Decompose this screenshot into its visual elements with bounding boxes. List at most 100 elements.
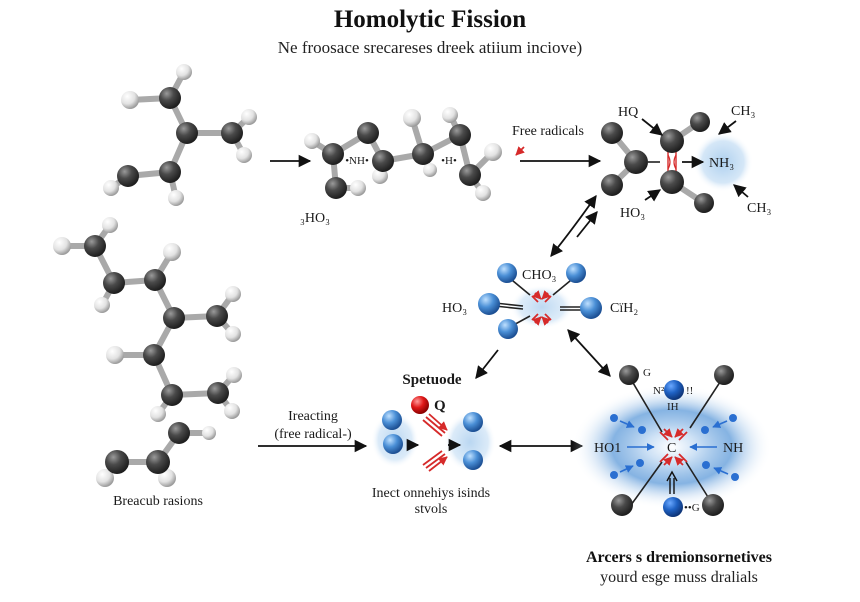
hydrogen-atom bbox=[202, 426, 216, 440]
carbon-atom bbox=[161, 384, 183, 406]
arrow bbox=[733, 184, 749, 198]
label-inect-line2: stvols bbox=[415, 502, 448, 517]
label-cih2: CїH₂ bbox=[610, 301, 638, 316]
radical-atom bbox=[478, 293, 500, 315]
footer-line2: yourd esge muss dralials bbox=[600, 569, 758, 586]
carbon-atom bbox=[146, 450, 170, 474]
cluster-middle bbox=[478, 263, 602, 339]
label-hq: HQ bbox=[618, 105, 638, 120]
molecule-middle-radicals bbox=[304, 107, 502, 201]
hydrogen-atom bbox=[96, 469, 114, 487]
label-ii: !! bbox=[686, 385, 693, 397]
hydrogen-atom bbox=[102, 217, 118, 233]
hydrogen-atom bbox=[442, 107, 458, 123]
cluster-bottom-right bbox=[610, 365, 739, 517]
hydrogen-atom bbox=[106, 346, 124, 364]
label-h-radical: •H• bbox=[441, 155, 457, 167]
carbon-atom bbox=[449, 124, 471, 146]
hydrogen-atom bbox=[163, 243, 181, 261]
label-ho3-right: HO₃ bbox=[620, 206, 645, 221]
footer-line1: Arcers s dremionsornetives bbox=[586, 549, 772, 566]
label-nh3: NH₃ bbox=[709, 156, 734, 171]
carbon-atom bbox=[176, 122, 198, 144]
carbon-atom bbox=[412, 143, 434, 165]
hydrogen-atom bbox=[423, 163, 437, 177]
hydrogen-atom bbox=[225, 286, 241, 302]
arrow bbox=[576, 211, 598, 238]
carbon-atom bbox=[325, 177, 347, 199]
hydrogen-atom bbox=[475, 185, 491, 201]
label-ho1: HO1 bbox=[594, 441, 621, 456]
label-g-top: G bbox=[643, 367, 651, 379]
carbon-atom bbox=[660, 129, 684, 153]
hydrogen-atom bbox=[224, 403, 240, 419]
radical-atom bbox=[497, 263, 517, 283]
carbon-atom bbox=[84, 235, 106, 257]
label-h3o3: ₃HO₃ bbox=[300, 211, 330, 226]
hydrogen-atom bbox=[350, 180, 366, 196]
label-q: Q bbox=[434, 398, 446, 414]
hydrogen-atom bbox=[150, 406, 166, 422]
carbon-atom bbox=[601, 122, 623, 144]
carbon-atom bbox=[163, 307, 185, 329]
carbon-atom bbox=[206, 305, 228, 327]
hydrogen-atom bbox=[103, 180, 119, 196]
radical-atom bbox=[383, 434, 403, 454]
red-bond-breaking bbox=[422, 413, 447, 472]
hydrogen-atom bbox=[403, 109, 421, 127]
double-arrow bbox=[550, 194, 597, 257]
arrow bbox=[475, 349, 499, 379]
carbon-atom bbox=[624, 150, 648, 174]
hydrogen-atom bbox=[225, 326, 241, 342]
carbon-atom bbox=[459, 164, 481, 186]
label-g-bottom: ••G bbox=[684, 502, 700, 514]
diagram-subtitle: Ne froosace srecareses dreek atiium inci… bbox=[278, 38, 582, 57]
carbon-atom bbox=[117, 165, 139, 187]
molecule-top-left bbox=[103, 64, 257, 206]
carbon-atom bbox=[168, 422, 190, 444]
radical-atom bbox=[664, 380, 684, 400]
label-breacub-rasions: Breacub rasions bbox=[113, 494, 203, 509]
label-ih: IH bbox=[667, 401, 679, 413]
carbon-atom bbox=[694, 193, 714, 213]
molecule-top-right bbox=[601, 112, 714, 213]
hydrogen-atom bbox=[168, 190, 184, 206]
carbon-atom bbox=[690, 112, 710, 132]
red-arrow bbox=[515, 146, 525, 156]
hydrogen-atom bbox=[226, 367, 242, 383]
carbon-atom bbox=[207, 382, 229, 404]
label-cho3: CHO₃ bbox=[522, 268, 557, 283]
hydrogen-atom bbox=[236, 147, 252, 163]
radical-atom bbox=[663, 497, 683, 517]
nh3-glow bbox=[693, 132, 753, 192]
hydrogen-atom bbox=[176, 64, 192, 80]
hydrogen-atom bbox=[241, 109, 257, 125]
carbon-atom bbox=[372, 150, 394, 172]
radical-atom bbox=[580, 297, 602, 319]
carbon-atom bbox=[702, 494, 724, 516]
radical-atom bbox=[498, 319, 518, 339]
carbon-atom bbox=[103, 272, 125, 294]
hydrogen-atom bbox=[53, 237, 71, 255]
hydrogen-atom bbox=[94, 297, 110, 313]
radical-atom bbox=[382, 410, 402, 430]
label-nh-radical: •NH• bbox=[345, 155, 369, 167]
carbon-atom bbox=[601, 174, 623, 196]
radical-atom bbox=[463, 412, 483, 432]
big-glow bbox=[572, 385, 772, 509]
hydrogen-atom bbox=[304, 133, 320, 149]
label-free-radicals: Free radicals bbox=[512, 124, 584, 139]
label-spetuode: Spetuode bbox=[402, 372, 462, 388]
arrow bbox=[641, 118, 663, 136]
radical-atom bbox=[463, 450, 483, 470]
label-reacting-line1: Ireacting bbox=[288, 409, 338, 424]
carbon-atom bbox=[144, 269, 166, 291]
label-ch3-top: CH₃ bbox=[731, 104, 755, 119]
carbon-atom bbox=[619, 365, 639, 385]
carbon-atom bbox=[357, 122, 379, 144]
radical-atom bbox=[566, 263, 586, 283]
label-nh: NH bbox=[723, 441, 743, 456]
diagram-title: Homolytic Fission bbox=[334, 6, 526, 33]
hydrogen-atom bbox=[484, 143, 502, 161]
double-arrow bbox=[567, 329, 611, 377]
